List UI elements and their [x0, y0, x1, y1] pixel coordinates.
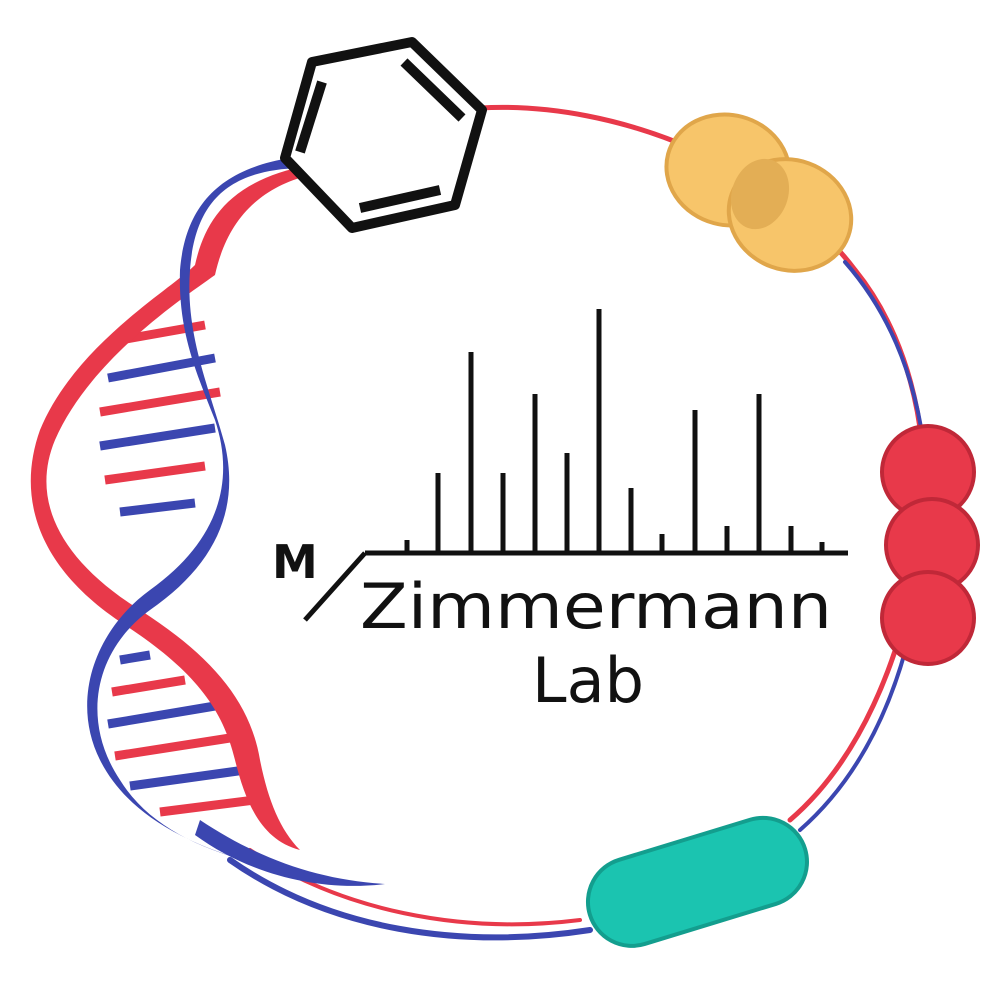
dna-helix-icon: [30, 158, 385, 886]
spectrum-peaks: [404, 309, 825, 553]
dna-red-strand: [30, 165, 310, 850]
logo-title-line1: Zimmermann: [360, 570, 832, 643]
ring-bottom-arc-red: [248, 848, 582, 927]
dna-blue-tail: [195, 820, 385, 886]
dna-rungs-upper: [99, 320, 221, 517]
mass-spectrum-icon: [303, 309, 848, 622]
cocci-chain-icon: [880, 424, 980, 666]
mz-slash: [303, 551, 367, 622]
bacillus-body: [585, 815, 809, 948]
yeast-cell-overlap: [730, 158, 790, 230]
benzene-double-bond-1: [295, 80, 327, 154]
coccus-bottom: [880, 570, 976, 666]
yeast-cell-icon: [664, 112, 854, 273]
benzene-double-bond-3: [358, 185, 442, 213]
logo-m-letter: M: [272, 535, 318, 589]
benzene-ring-icon: [280, 37, 487, 233]
ring-bottom-arc: [227, 857, 593, 941]
benzene-double-bond-2: [400, 58, 466, 122]
logo-title-line2: Lab: [532, 644, 644, 717]
dna-rungs-lower: [107, 650, 256, 817]
bacillus-icon: [585, 815, 809, 948]
